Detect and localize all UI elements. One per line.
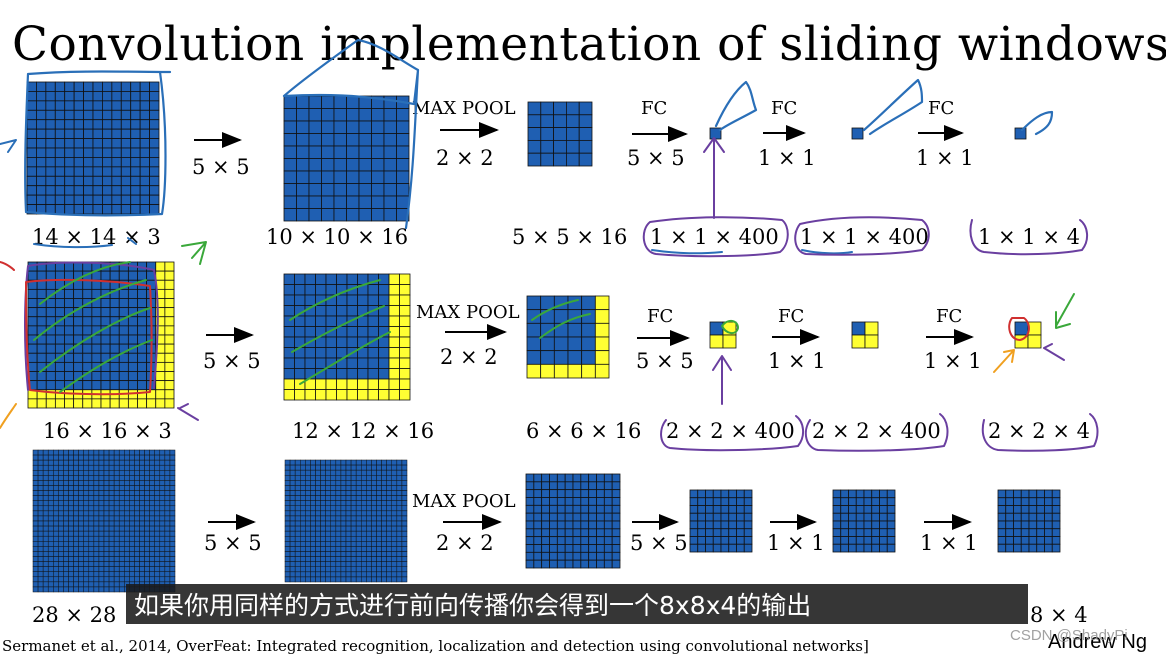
pool-grid-5x5 <box>527 101 593 167</box>
subtitle-text: 如果你用同样的方式进行前向传播你会得到一个8x8x4的输出 <box>134 591 811 620</box>
row-2: 5 × 5 16 × 16 × 3 12 × 12 × 16 MAX POOL … <box>43 302 1090 443</box>
pool-grid-12x12 <box>525 473 621 569</box>
conv-grid-12x12 <box>283 273 411 401</box>
citation: Sermanet et al., 2014, OverFeat: Integra… <box>2 637 869 655</box>
row-3: 5 × 5 MAX POOL 2 × 2 5 × 5 1 × 1 1 × 1 2… <box>32 491 1088 627</box>
fc3-output-8x8 <box>997 489 1061 553</box>
input-size-label: 16 × 16 × 3 <box>43 419 172 443</box>
author-name: Andrew Ng <box>1048 631 1147 653</box>
conv-op-label: 5 × 5 <box>204 531 262 555</box>
fc1-label: FC <box>641 98 667 119</box>
conv-size-label: 12 × 12 × 16 <box>292 419 434 443</box>
fc1-size-label: 2 × 2 × 400 <box>666 419 795 443</box>
input-size-label: 28 × 28 <box>32 603 116 627</box>
fc2-output-cell <box>851 127 864 140</box>
conv-op-label: 5 × 5 <box>192 155 250 179</box>
pool-op-label: 2 × 2 <box>440 345 498 369</box>
fc2-label: FC <box>778 306 804 327</box>
fc2-op-label: 1 × 1 <box>768 349 826 373</box>
input-grid-28x28 <box>32 449 176 593</box>
conv-op-label: 5 × 5 <box>203 349 261 373</box>
pool-op-label: 2 × 2 <box>436 531 494 555</box>
output-size-label-partial: 8 × 4 <box>1030 603 1088 627</box>
fc1-label: FC <box>647 306 673 327</box>
feature-map-grids <box>26 81 1061 593</box>
fc2-label: FC <box>771 98 797 119</box>
fc1-output-8x8 <box>689 489 753 553</box>
fc3-size-label: 2 × 2 × 4 <box>988 419 1090 443</box>
fc1-op-label: 5 × 5 <box>627 146 685 170</box>
fc3-op-label: 1 × 1 <box>924 349 982 373</box>
row-1: 5 × 5 14 × 14 × 3 10 × 10 × 16 MAX POOL … <box>32 98 1080 249</box>
fc3-label: FC <box>928 98 954 119</box>
conv-grid-10x10 <box>283 95 410 222</box>
maxpool-label: MAX POOL <box>416 302 520 323</box>
fc2-op-label: 1 × 1 <box>767 531 825 555</box>
fc2-output-8x8 <box>832 489 896 553</box>
fc3-output-cell <box>1014 127 1027 140</box>
fc3-op-label: 1 × 1 <box>916 146 974 170</box>
fc1-op-label: 5 × 5 <box>636 349 694 373</box>
fc3-label: FC <box>936 306 962 327</box>
slide-title: Convolution implementation of sliding wi… <box>12 17 1166 72</box>
pool-size-label: 5 × 5 × 16 <box>512 225 627 249</box>
conv-grid-24x24 <box>284 459 408 583</box>
pen-annotations <box>0 38 1099 452</box>
input-grid-14x14 <box>26 81 160 215</box>
pool-op-label: 2 × 2 <box>436 146 494 170</box>
fc2-op-label: 1 × 1 <box>758 146 816 170</box>
fc2-size-label: 2 × 2 × 400 <box>812 419 941 443</box>
input-size-label: 14 × 14 × 3 <box>32 225 161 249</box>
fc3-op-label: 1 × 1 <box>920 531 978 555</box>
pool-size-label: 6 × 6 × 16 <box>526 419 641 443</box>
fc2-output-2x2 <box>851 321 879 349</box>
fc3-size-label: 1 × 1 × 4 <box>978 225 1080 249</box>
maxpool-label: MAX POOL <box>412 98 516 119</box>
conv-size-label: 10 × 10 × 16 <box>266 225 408 249</box>
fc1-size-label: 1 × 1 × 400 <box>650 225 779 249</box>
watermark: CSDN @ShadyPi <box>1010 627 1128 644</box>
maxpool-label: MAX POOL <box>412 491 516 512</box>
pool-grid-6x6 <box>526 295 610 379</box>
fc2-size-label: 1 × 1 × 400 <box>800 225 929 249</box>
fc1-op-label: 5 × 5 <box>630 531 688 555</box>
subtitle-bar: 如果你用同样的方式进行前向传播你会得到一个8x8x4的输出 <box>126 584 1028 624</box>
